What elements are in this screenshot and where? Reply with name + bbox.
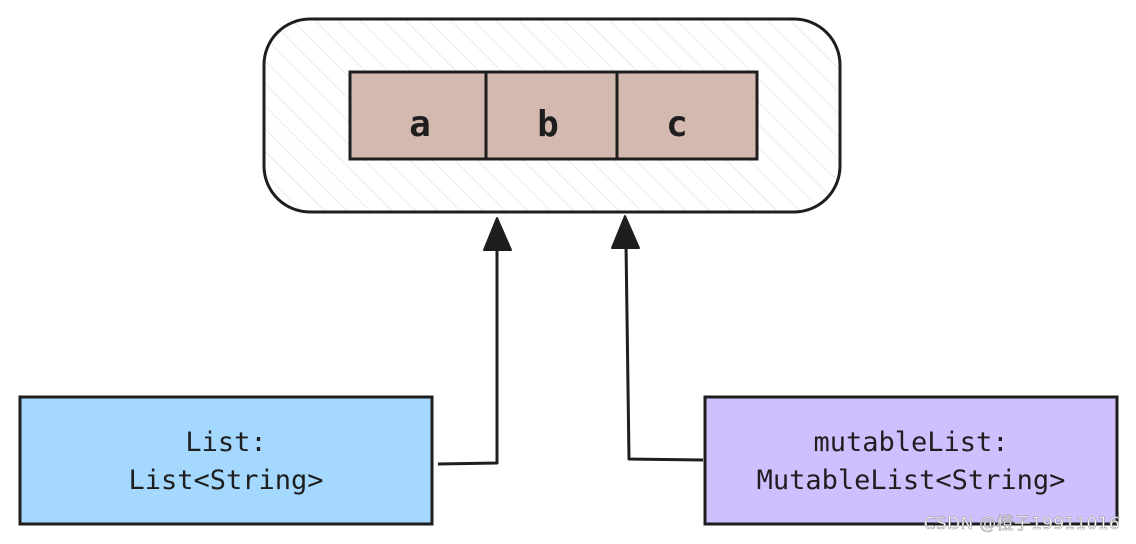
mutablelist-variable-label: mutableList: bbox=[813, 427, 1008, 458]
cell-c-label: c bbox=[666, 104, 688, 145]
mutablelist-reference-box: mutableList: MutableList<String> bbox=[703, 395, 1119, 526]
list-reference-box: List: List<String> bbox=[18, 395, 434, 526]
mutablelist-box-shape bbox=[703, 395, 1119, 526]
cell-b-label: b bbox=[537, 104, 559, 145]
mutablelist-type-label: MutableList<String> bbox=[757, 465, 1066, 496]
arrow-mutablelist-to-container bbox=[611, 215, 704, 462]
cell-b bbox=[484, 70, 619, 161]
cell-a bbox=[348, 70, 488, 161]
arrow-head-up-icon bbox=[611, 215, 640, 249]
arrow-head-up-icon bbox=[483, 217, 512, 251]
list-box-shape bbox=[18, 395, 434, 526]
cell-a-label: a bbox=[409, 104, 431, 145]
list-type-label: List<String> bbox=[128, 465, 323, 496]
list-variable-label: List: bbox=[185, 427, 266, 458]
arrow-list-to-container bbox=[437, 217, 512, 466]
cell-c bbox=[615, 70, 759, 161]
element-cells: a b c bbox=[348, 70, 759, 161]
watermark-text: CSDN @橙子19911016 bbox=[923, 514, 1120, 535]
